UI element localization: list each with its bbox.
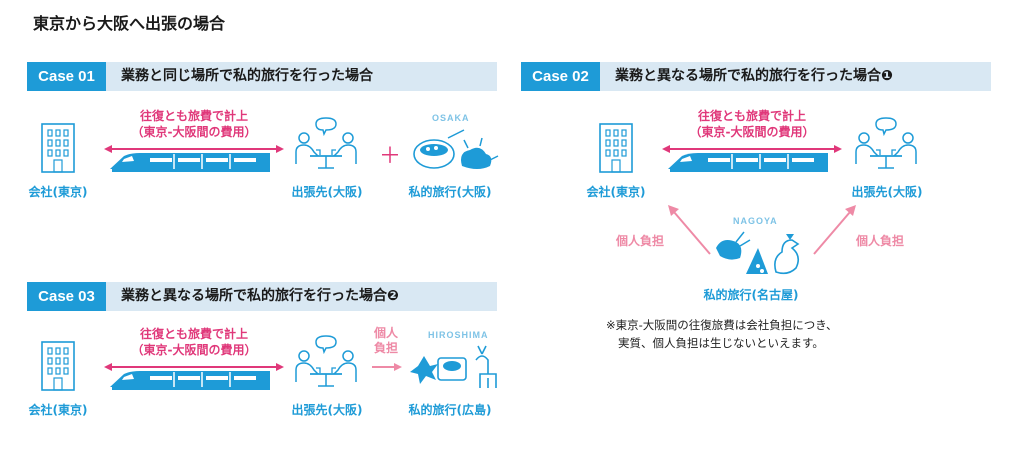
plus-sign: ＋	[379, 144, 402, 169]
case-03-office-label: 会社(東京)	[28, 403, 88, 417]
case-02-trip-label: 出張先(大阪)	[851, 185, 923, 199]
case-03-marker: ❷	[387, 288, 399, 304]
round-trip-arrow-icon	[104, 363, 284, 371]
case-03-trip-label: 出張先(大阪)	[291, 403, 363, 417]
office-building-icon	[599, 123, 633, 173]
office-building-icon	[41, 123, 75, 173]
case-02-marker: ❶	[881, 68, 893, 84]
case-02-city: NAGOYA	[733, 216, 778, 226]
case-03-header: Case 03 業務と異なる場所で私的旅行を行った場合❷	[27, 282, 497, 311]
case-03-route-line2: （東京-大阪間の費用）	[131, 343, 257, 357]
case-02-route-line2: （東京-大阪間の費用）	[689, 125, 815, 139]
case-03-burden-line2: 負担	[373, 341, 398, 355]
shinkansen-train-icon	[667, 152, 829, 173]
case-02-left-burden: 個人負担	[615, 234, 664, 248]
business-meeting-icon	[295, 335, 357, 387]
business-meeting-icon	[855, 117, 917, 169]
case-02-tag: Case 02	[521, 62, 600, 91]
case-02-private-label: 私的旅行(名古屋)	[703, 288, 799, 302]
business-meeting-icon	[295, 117, 357, 169]
diagonal-arrow-left-icon	[668, 205, 711, 255]
case-02-right-burden: 個人負担	[855, 234, 904, 248]
case-01-trip-label: 出張先(大阪)	[291, 185, 363, 199]
case-03-heading: 業務と異なる場所で私的旅行を行った場合❷	[121, 288, 399, 304]
case-03-burden-line1: 個人	[373, 326, 398, 340]
hiroshima-landmarks-icon	[410, 345, 497, 388]
case-01-route-line1: 往復とも旅費で計上	[139, 109, 248, 123]
one-way-arrow-icon	[372, 363, 402, 371]
case-02-header: Case 02 業務と異なる場所で私的旅行を行った場合❶	[521, 62, 991, 91]
case-01-route-line2: （東京-大阪間の費用）	[131, 125, 257, 139]
shinkansen-train-icon	[109, 152, 271, 173]
case-03-private-label: 私的旅行(広島)	[408, 403, 492, 417]
diagonal-arrow-right-icon	[813, 205, 856, 255]
case-02-note-line1: ※東京-大阪間の往復旅費は会社負担につき、	[606, 318, 838, 332]
case-01-tag: Case 01	[27, 62, 106, 91]
shinkansen-train-icon	[109, 370, 271, 391]
case-01-header: Case 01 業務と同じ場所で私的旅行を行った場合	[27, 62, 497, 91]
case-02-note-line2: 実質、個人負担は生じないといえます。	[618, 336, 824, 350]
case-01-private-label: 私的旅行(大阪)	[408, 185, 492, 199]
office-building-icon	[41, 341, 75, 391]
case-02-office-label: 会社(東京)	[586, 185, 646, 199]
case-03-city: HIROSHIMA	[428, 330, 489, 340]
round-trip-arrow-icon	[104, 145, 284, 153]
case-01-city: OSAKA	[432, 113, 470, 123]
case-01-heading: 業務と同じ場所で私的旅行を行った場合	[121, 68, 373, 84]
page-title: 東京から大阪へ出張の場合	[33, 14, 226, 33]
osaka-food-icon	[413, 129, 499, 169]
nagoya-specialties-icon	[716, 231, 800, 275]
case-03-tag: Case 03	[27, 282, 106, 311]
case-03-route-line1: 往復とも旅費で計上	[139, 327, 248, 341]
round-trip-arrow-icon	[662, 145, 842, 153]
case-02-heading: 業務と異なる場所で私的旅行を行った場合❶	[615, 68, 893, 84]
case-02-route-line1: 往復とも旅費で計上	[697, 109, 806, 123]
case-01-office-label: 会社(東京)	[28, 185, 88, 199]
